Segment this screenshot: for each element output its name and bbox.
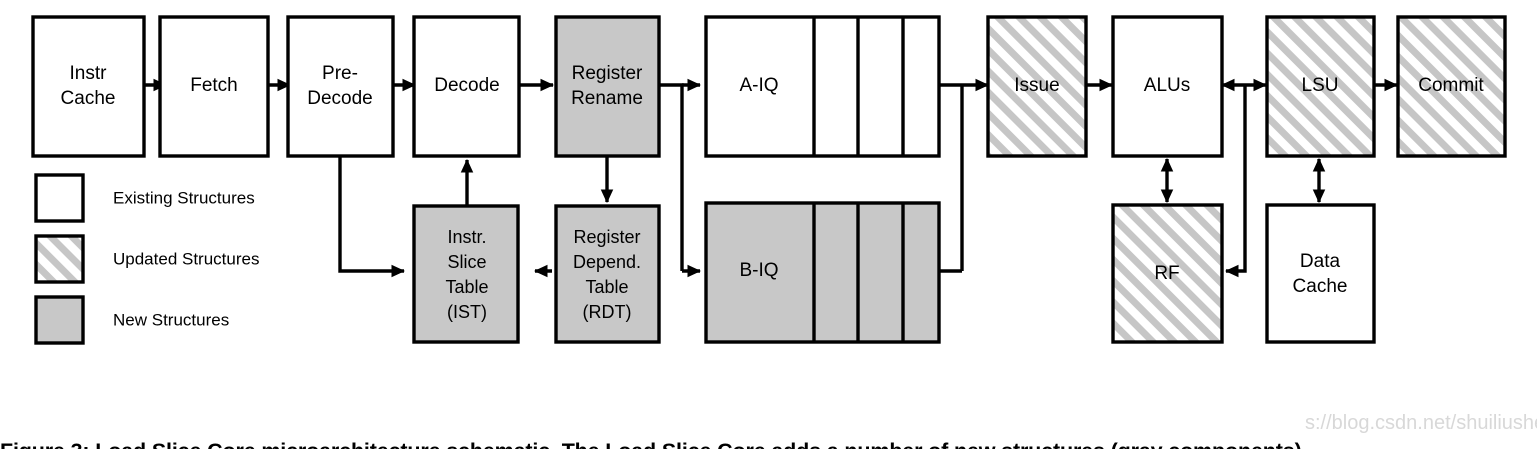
wire-writeback-to-rf [1224,85,1247,278]
block-alus[interactable]: ALUs [1111,15,1224,158]
block-data-cache-line-0: Data [1300,251,1341,272]
block-ist-line-1: Slice [447,252,486,272]
legend-item-new-label: New Structures [113,310,229,329]
block-rdt[interactable]: Register Depend. Table (RDT) [554,204,661,344]
block-decode-label: Decode [434,75,500,96]
block-data-cache[interactable]: Data Cache [1265,203,1376,344]
figure-caption-line-1: Figure 3: Load Slice Core microarchitect… [0,434,1537,449]
block-ist-line-0: Instr. [447,227,486,247]
legend: Existing Structures Updated Structures N… [34,173,259,345]
block-lsu[interactable]: LSU [1265,15,1376,158]
block-instr-cache-line-1: Cache [61,88,116,109]
block-rf-label: RF [1154,263,1179,284]
block-register-rename-line-0: Register [572,63,643,84]
block-a-iq[interactable]: A-IQ [704,15,941,158]
figure-caption: Figure 3: Load Slice Core microarchitect… [0,364,1537,449]
block-instr-cache-line-0: Instr [70,63,108,84]
wire-rename-split-bus [659,83,684,271]
block-pre-decode-line-0: Pre- [322,63,358,84]
block-rdt-line-3: (RDT) [583,302,632,322]
block-pre-decode[interactable]: Pre- Decode [286,15,395,158]
block-commit-label: Commit [1418,75,1484,96]
block-lsu-label: LSU [1302,75,1339,96]
block-commit[interactable]: Commit [1396,15,1507,158]
block-fetch[interactable]: Fetch [158,15,270,158]
block-ist-line-3: (IST) [447,302,487,322]
block-rdt-line-1: Depend. [573,252,641,272]
legend-item-existing: Existing Structures [34,173,255,223]
block-b-iq-label: B-IQ [739,260,778,281]
block-issue-label: Issue [1014,75,1059,96]
block-ist[interactable]: Instr. Slice Table (IST) [412,204,520,344]
block-rdt-line-2: Table [585,277,628,297]
legend-item-updated-label: Updated Structures [113,249,259,268]
block-rf[interactable]: RF [1111,203,1224,344]
block-issue[interactable]: Issue [986,15,1088,158]
legend-item-existing-label: Existing Structures [113,188,255,207]
legend-item-new: New Structures [34,295,229,345]
wire-predecode-to-ist [338,156,406,278]
block-a-iq-label: A-IQ [739,75,778,96]
block-ist-line-2: Table [445,277,488,297]
block-decode[interactable]: Decode [412,15,521,158]
connector-layer [144,78,1399,278]
block-fetch-label: Fetch [190,75,238,96]
block-pre-decode-line-1: Decode [307,88,373,109]
block-b-iq[interactable]: B-IQ [704,201,941,344]
block-rdt-line-0: Register [573,227,640,247]
block-alus-label: ALUs [1144,75,1190,96]
microarchitecture-schematic: Instr Cache Fetch Pre- Decode Decode Reg… [31,15,1507,345]
legend-item-updated: Updated Structures [34,234,259,284]
block-instr-cache[interactable]: Instr Cache [31,15,146,158]
block-register-rename-line-1: Rename [571,88,643,109]
block-register-rename[interactable]: Register Rename [554,15,661,158]
block-data-cache-line-1: Cache [1293,276,1348,297]
